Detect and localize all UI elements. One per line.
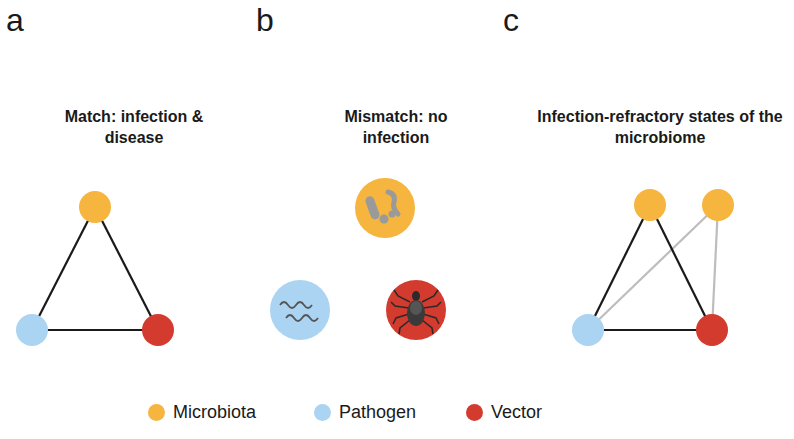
pathogen-dot [16, 314, 48, 346]
microbiota-icon [355, 178, 415, 238]
panel-letter: c [503, 2, 519, 38]
match-triangle [32, 207, 158, 330]
legend-text: Pathogen [339, 401, 416, 423]
legend-text: Vector [491, 401, 542, 423]
legend-swatch [466, 404, 483, 421]
legend-swatch [314, 404, 331, 421]
microbiota-dot [702, 189, 734, 221]
legend-text: Microbiota [173, 401, 256, 423]
legend-entry: Vector [466, 401, 542, 423]
microbiota-dot [634, 189, 666, 221]
microbiota-dot [79, 191, 111, 223]
vector-dot [142, 314, 174, 346]
pathogen-dot [572, 314, 604, 346]
panel-title: Mismatch: no infection [344, 106, 449, 148]
vector-dot [696, 314, 728, 346]
panel-title: Match: infection & disease [52, 106, 217, 148]
legend-entry: Microbiota [148, 401, 256, 423]
legend-entry: Pathogen [314, 401, 416, 423]
pathogen-icon [270, 280, 330, 340]
vector-tick-icon [386, 280, 446, 340]
refractory-lines [588, 205, 718, 330]
panel-letter: b [256, 2, 274, 38]
legend-swatch [148, 404, 165, 421]
panel-letter: a [6, 2, 24, 38]
panel-title: Infection-refractory states of the micro… [533, 106, 788, 148]
